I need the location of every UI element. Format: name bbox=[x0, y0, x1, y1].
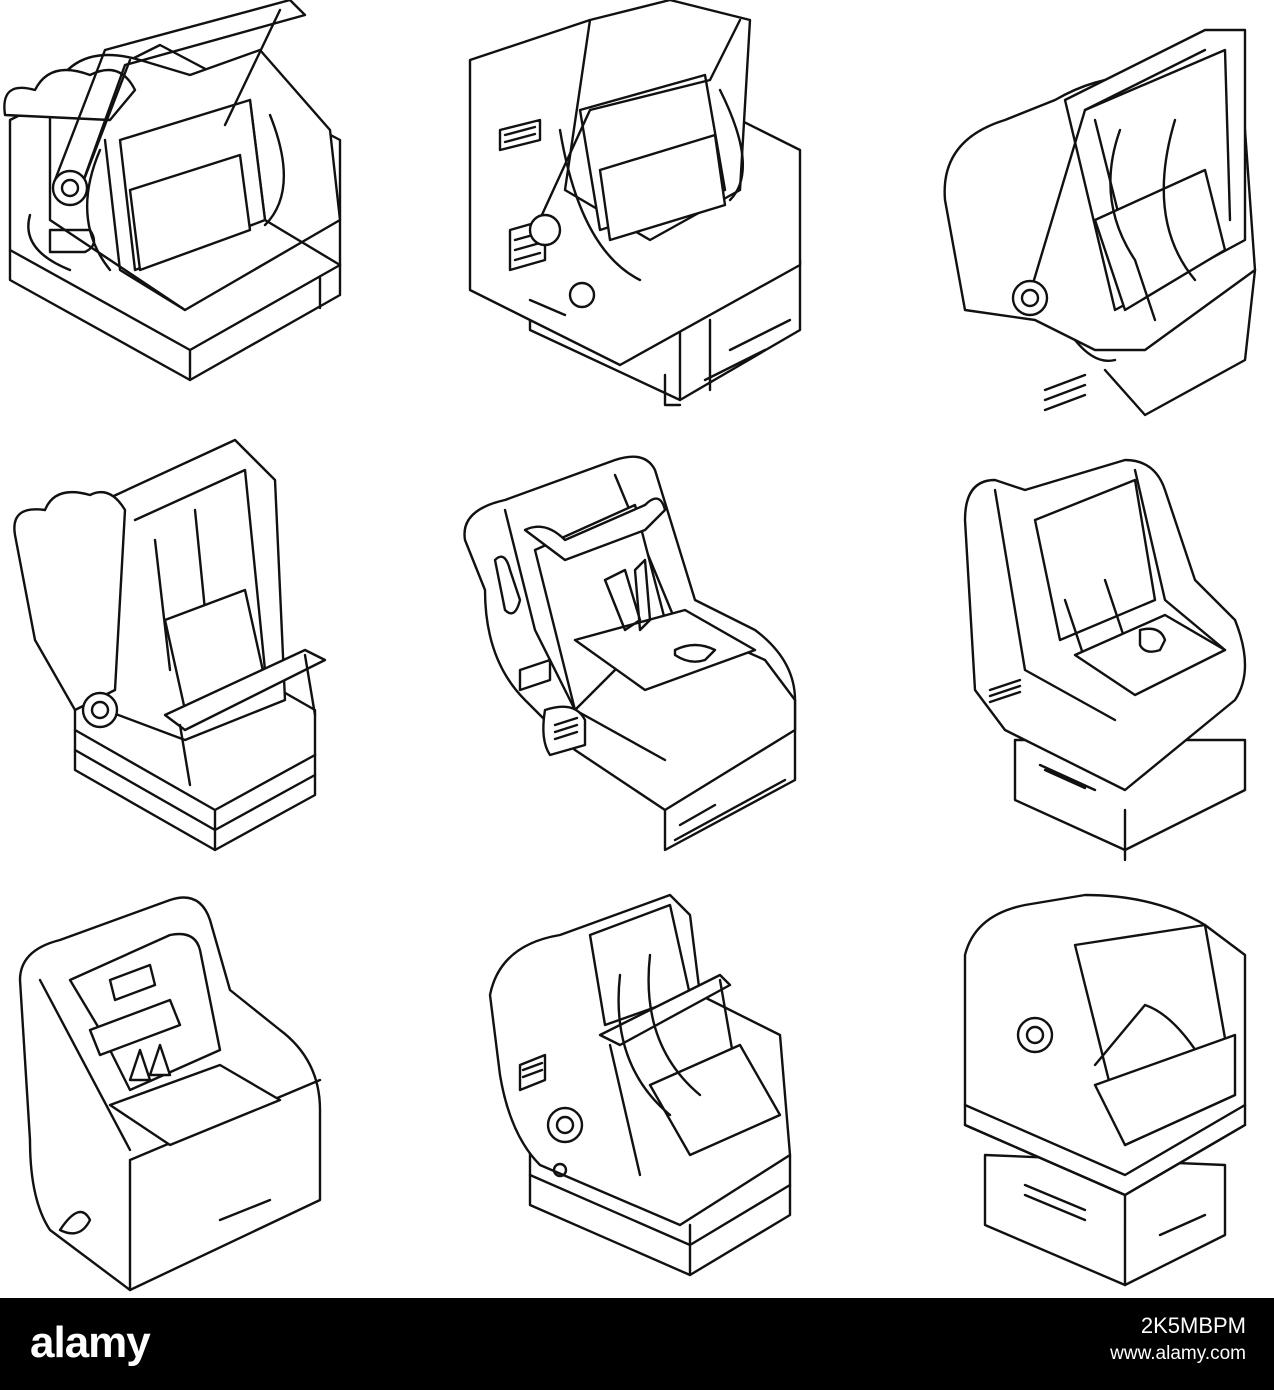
car-seat-6 bbox=[963, 458, 1247, 862]
car-seat-3 bbox=[943, 28, 1257, 417]
alamy-logo: alamy bbox=[30, 1318, 151, 1367]
image-meta: 2K5MBPM www.alamy.com bbox=[1110, 1312, 1246, 1368]
car-seat-illustration bbox=[3, 0, 1257, 1292]
car-seat-4 bbox=[13, 438, 327, 852]
image-id: 2K5MBPM bbox=[1140, 1313, 1246, 1338]
car-seat-5 bbox=[463, 455, 797, 852]
car-seat-2 bbox=[468, 0, 802, 407]
car-seat-9 bbox=[963, 893, 1247, 1287]
watermark-bar: alamy 2K5MBPM www.alamy.com bbox=[0, 1298, 1274, 1390]
car-seat-1 bbox=[3, 0, 342, 382]
car-seat-7 bbox=[18, 896, 322, 1292]
site-url: www.alamy.com bbox=[1110, 1343, 1246, 1364]
car-seat-grid bbox=[3, 0, 1257, 1292]
car-seat-8 bbox=[488, 893, 792, 1277]
